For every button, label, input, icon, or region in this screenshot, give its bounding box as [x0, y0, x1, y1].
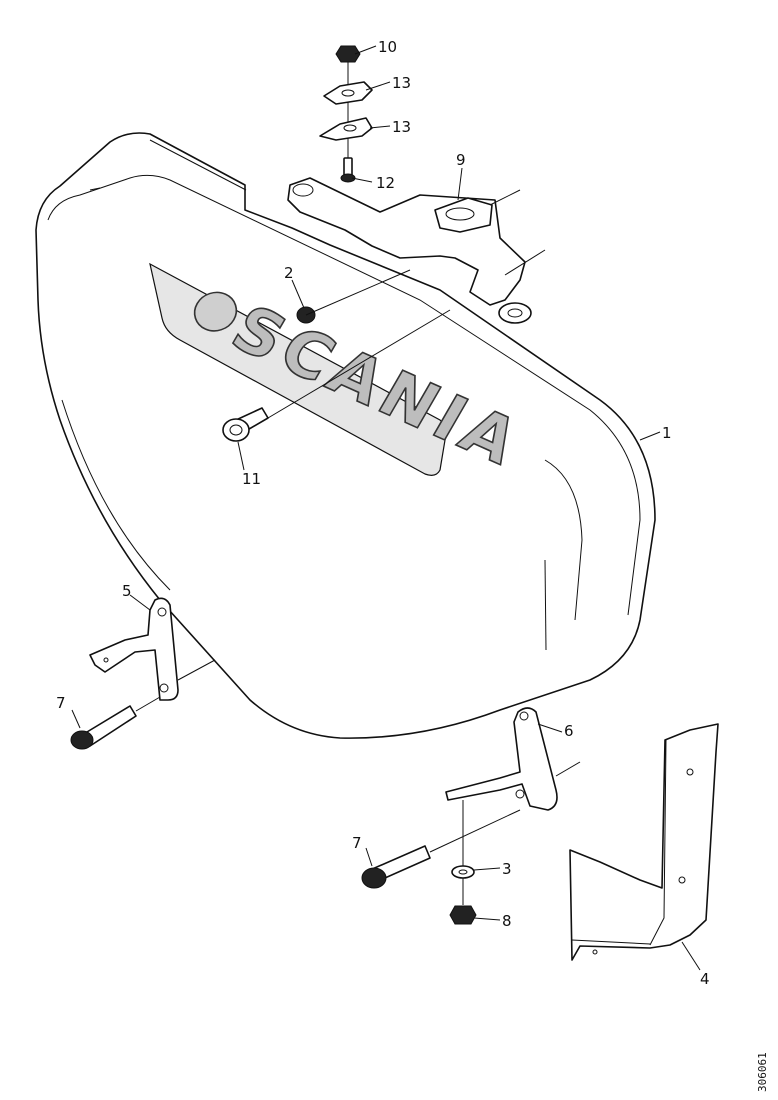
- callout-2: 2: [284, 264, 294, 282]
- top-fastener-stack: [319, 45, 373, 183]
- leader-lines: [71, 45, 701, 971]
- drawing-code: 306061: [756, 1052, 769, 1092]
- callout-4: 4: [700, 970, 710, 988]
- mudflap-bracket: [569, 723, 719, 961]
- callout-7-left: 7: [56, 694, 66, 712]
- bolt-head-icon: [361, 867, 387, 889]
- bolt-head-icon: [222, 418, 250, 442]
- bolt-7-left: [70, 696, 161, 750]
- washer-nut-stack: [449, 800, 477, 925]
- callout-12: 12: [376, 174, 395, 192]
- nut-icon: [449, 905, 477, 925]
- callout-11: 10: [378, 38, 397, 56]
- screw-icon: [343, 157, 353, 177]
- callout-3: 3: [502, 860, 512, 878]
- callout-1: 1: [662, 424, 672, 442]
- callout-labels: 10 13 13 12 9 2 1 11 5 7 6 7 3 8 4: [56, 38, 710, 988]
- cover-panel: [35, 132, 656, 739]
- callout-9: 9: [456, 151, 466, 169]
- bracket-left: [89, 597, 216, 701]
- clip-upper-icon: [323, 81, 373, 105]
- logo-emblem-icon: [193, 291, 238, 332]
- callout-6: 6: [564, 722, 574, 740]
- bolt-2: [296, 269, 411, 324]
- callout-5: 5: [122, 582, 132, 600]
- callout-10: 11: [242, 470, 261, 488]
- bolt-10: [222, 309, 451, 442]
- callout-7-right: 7: [352, 834, 362, 852]
- bracket-right: [445, 707, 581, 811]
- nut-icon: [335, 45, 361, 63]
- bolt-7-right: [361, 809, 521, 889]
- callout-13-upper: 13: [392, 74, 411, 92]
- mounting-bracket: [287, 177, 546, 324]
- callout-13-lower: 13: [392, 118, 411, 136]
- callout-8: 8: [502, 912, 512, 930]
- bolt-head-icon: [70, 730, 94, 750]
- clip-lower-icon: [319, 117, 373, 141]
- washer-icon: [451, 865, 475, 879]
